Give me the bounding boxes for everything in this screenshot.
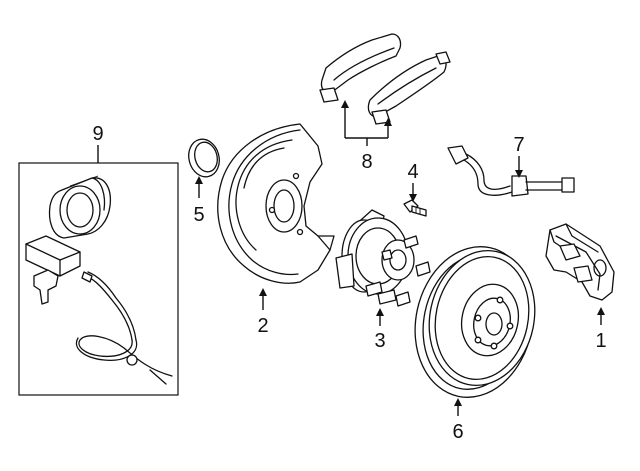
kit-sensor-block xyxy=(25,235,81,277)
shield-arrowhead xyxy=(259,288,267,296)
caliper-arrowhead xyxy=(597,307,605,315)
brake-pads xyxy=(319,33,451,125)
bolt xyxy=(403,199,427,217)
label-hub-bearing: 3 xyxy=(374,330,385,352)
pads-bracket xyxy=(341,100,392,146)
label-bolt: 4 xyxy=(407,161,418,183)
bolt-arrowhead xyxy=(409,194,417,202)
kit-boot xyxy=(48,175,112,239)
splash-shield xyxy=(217,123,335,284)
kit-clip xyxy=(33,269,59,305)
hub-bearing xyxy=(335,209,431,307)
kit-wire xyxy=(75,271,173,385)
label-seal: 5 xyxy=(193,204,204,226)
seal-arrowhead xyxy=(195,176,203,184)
label-splash-shield: 2 xyxy=(257,315,268,337)
rotor xyxy=(414,246,536,398)
caliper xyxy=(545,223,615,301)
label-rotor: 6 xyxy=(452,421,463,443)
hose-arrowhead xyxy=(515,170,523,178)
hub-arrowhead xyxy=(376,308,384,316)
seal-ring xyxy=(188,138,220,178)
label-pads: 8 xyxy=(361,151,372,173)
kit-group xyxy=(18,145,179,396)
rotor-arrowhead xyxy=(454,398,462,406)
brake-hose xyxy=(447,145,575,197)
label-caliper: 1 xyxy=(595,330,606,352)
label-kit: 9 xyxy=(92,123,103,145)
label-hose: 7 xyxy=(513,134,524,156)
